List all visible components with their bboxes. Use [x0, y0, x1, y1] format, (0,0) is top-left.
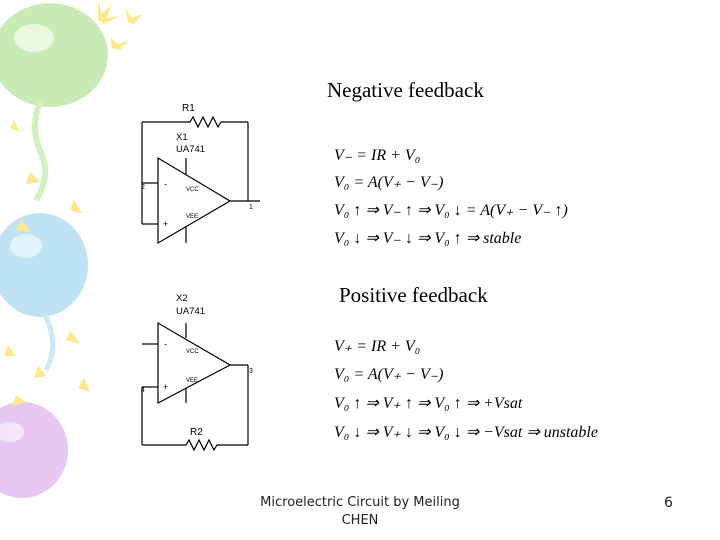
yellow-stars	[4, 0, 142, 406]
noninverting-sign: +	[163, 382, 168, 392]
vcc-label: VCC	[186, 187, 199, 193]
vcc-label: VCC	[186, 349, 199, 355]
vee-label: VEE	[186, 214, 198, 220]
neg-equation-2: V₀ = A(V₊ − V₋)	[334, 174, 444, 191]
positive-feedback-circuit: X2 UA741 4 3 - + VCC VEE R2	[141, 293, 253, 452]
opamp-x2-label: X2	[176, 293, 188, 304]
inverting-sign: -	[164, 179, 167, 189]
neg-equation-3: V₀ ↑ ⇒ V₋ ↑ ⇒ V₀ ↓ = A(V₊ − V₋ ↑)	[334, 202, 568, 219]
resistor-r1-label: R1	[182, 103, 195, 114]
inverting-sign: -	[164, 339, 167, 349]
pos-equation-4: V₀ ↓ ⇒ V₊ ↓ ⇒ V₀ ↓ ⇒ −Vsat ⇒ unstable	[334, 424, 598, 441]
green-balloon	[0, 3, 108, 202]
positive-feedback-title: Positive feedback	[339, 283, 488, 307]
pos-equation-2: V₀ = A(V₊ − V₋)	[334, 366, 444, 383]
neg-equation-4: V₀ ↓ ⇒ V₋ ↓ ⇒ V₀ ↑ ⇒ stable	[334, 230, 522, 247]
blue-balloon	[0, 213, 88, 372]
purple-balloon	[0, 402, 68, 498]
negative-feedback-title: Negative feedback	[327, 78, 484, 102]
pin-4-label: 4	[141, 387, 145, 394]
pin-1-label: 1	[249, 204, 253, 211]
opamp-x1-model: UA741	[176, 144, 205, 155]
pin-2-label: 2	[141, 184, 145, 191]
neg-equation-1: V₋ = IR + V₀	[334, 147, 421, 164]
resistor-r1	[142, 115, 248, 129]
pos-equation-3: V₀ ↑ ⇒ V₊ ↑ ⇒ V₀ ↑ ⇒ +Vsat	[334, 395, 523, 412]
pos-equation-1: V₊ = IR + V₀	[334, 338, 421, 355]
opamp-x2	[157, 321, 232, 404]
opamp-x2-model: UA741	[176, 306, 205, 317]
pin-3-label: 3	[249, 368, 253, 375]
vee-label: VEE	[186, 378, 198, 384]
resistor-r2-label: R2	[190, 427, 203, 438]
negative-feedback-circuit: R1 X1 UA741 2 1 - + VCC VEE	[141, 103, 260, 245]
resistor-r2	[142, 438, 248, 452]
opamp-x1	[157, 156, 232, 245]
page-number: 6	[664, 495, 673, 511]
slide-footer: Microelectric Circuit by Meiling CHEN	[260, 495, 460, 528]
noninverting-sign: +	[163, 219, 168, 229]
opamp-x1-label: X1	[176, 132, 188, 143]
